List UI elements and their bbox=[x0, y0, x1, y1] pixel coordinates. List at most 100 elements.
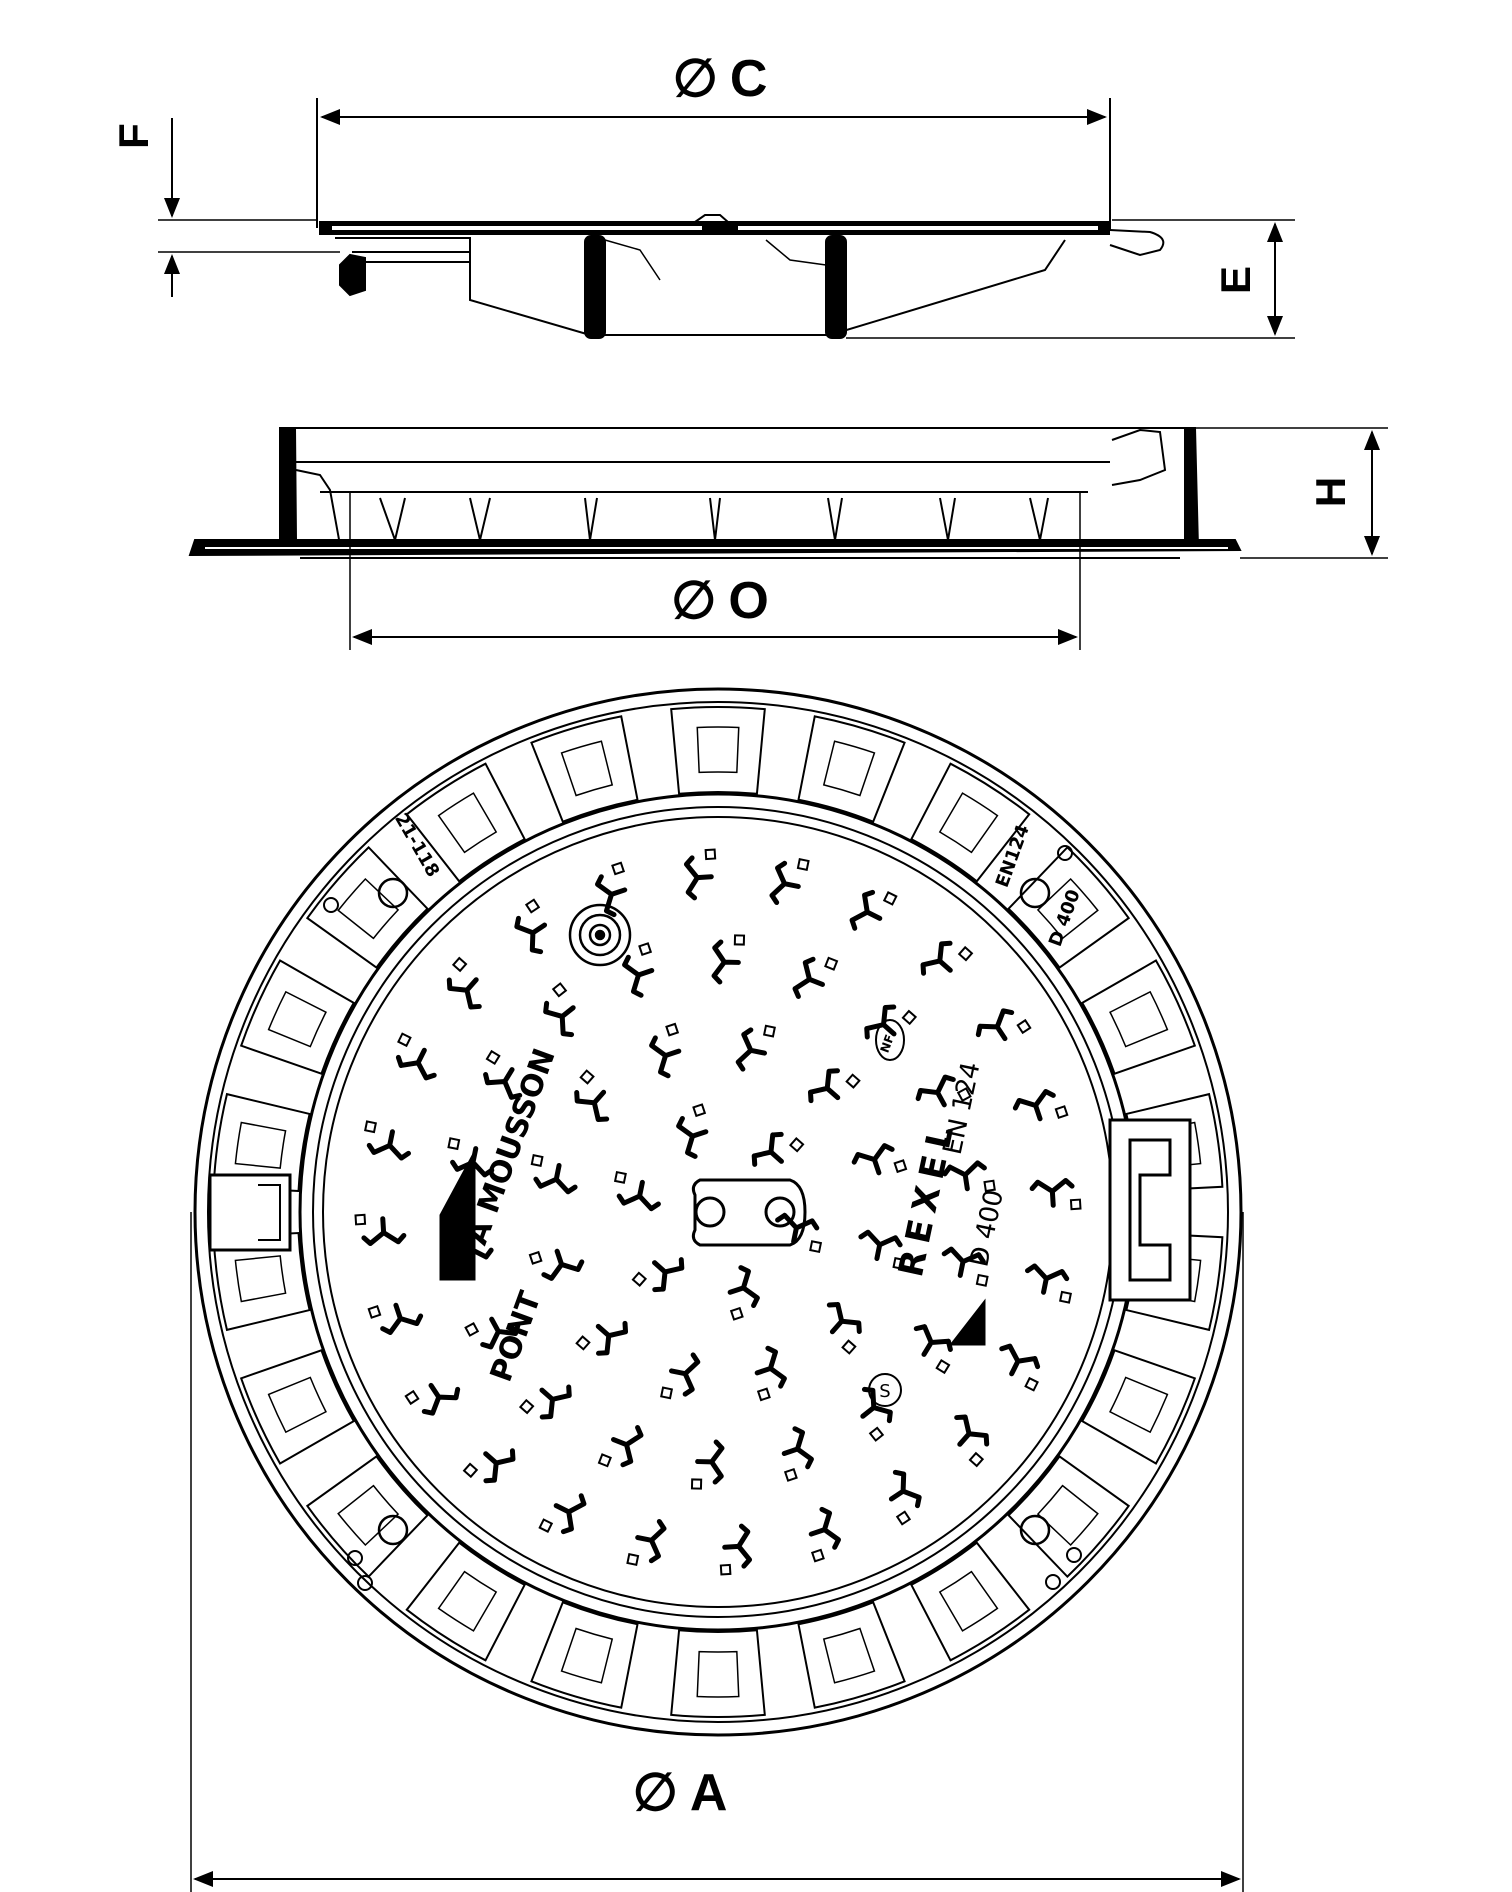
rim-segment-recess bbox=[337, 1484, 400, 1547]
tread-square bbox=[892, 1256, 906, 1270]
tread-motif bbox=[597, 1425, 644, 1468]
tread-square bbox=[809, 1240, 823, 1254]
tread-square bbox=[935, 1359, 951, 1375]
tread-motif bbox=[751, 1131, 805, 1167]
bolt-hole bbox=[1019, 1514, 1051, 1546]
rim-segment bbox=[239, 1349, 356, 1465]
rim-segment-recess bbox=[1109, 1376, 1169, 1434]
cover-plan-view bbox=[190, 687, 1244, 1892]
rim-segment bbox=[239, 959, 356, 1075]
tread-motif bbox=[913, 1324, 953, 1375]
rim-segment-recess bbox=[696, 726, 740, 774]
bolt-hole bbox=[1019, 877, 1051, 909]
rim-segment-recess bbox=[1036, 1484, 1099, 1547]
rim-segment-recess bbox=[696, 1650, 740, 1698]
tread-motif bbox=[518, 1384, 572, 1420]
comb-left bbox=[439, 1149, 476, 1281]
dimension-labels: ∅C ∅O ∅A F E H bbox=[110, 50, 1354, 1822]
tread-motif bbox=[1029, 1177, 1082, 1211]
tread-motif bbox=[404, 1382, 461, 1416]
tread-square bbox=[638, 942, 653, 956]
tread-motif bbox=[676, 1103, 709, 1159]
rim-segment bbox=[1007, 1455, 1131, 1579]
rim-segment-recess bbox=[267, 990, 327, 1048]
tread-square bbox=[783, 1468, 798, 1482]
rim-segment bbox=[305, 1455, 429, 1579]
tread-square bbox=[788, 1137, 805, 1153]
tread-motif bbox=[808, 1506, 841, 1563]
tread-square bbox=[611, 861, 626, 876]
tread-square bbox=[796, 858, 810, 871]
rim-segment bbox=[530, 715, 639, 824]
frame-load-class-text: D 400 bbox=[1045, 887, 1085, 949]
tread-motif bbox=[754, 1345, 787, 1402]
tread-motif bbox=[888, 1469, 922, 1526]
rim-segment-recess bbox=[822, 1627, 876, 1684]
tread-square bbox=[841, 1339, 857, 1355]
tread-motif bbox=[1012, 1089, 1069, 1122]
tread-square bbox=[1069, 1198, 1082, 1211]
nf-mark-oval bbox=[875, 1019, 905, 1061]
vent-boss bbox=[568, 903, 632, 967]
tread-motif bbox=[954, 1414, 990, 1468]
tread-square bbox=[397, 1032, 412, 1048]
tread-motif bbox=[649, 1022, 682, 1079]
tread-square bbox=[901, 1009, 918, 1026]
tread-square bbox=[1059, 1290, 1072, 1304]
tread-square bbox=[579, 1069, 595, 1085]
tread-motif bbox=[851, 1143, 908, 1176]
tread-square bbox=[975, 1273, 989, 1287]
rim-segment-recess bbox=[1036, 877, 1099, 940]
rim-segment-recess bbox=[337, 877, 400, 940]
tread-square bbox=[613, 1170, 627, 1184]
rim-segments bbox=[212, 706, 1224, 1719]
tread-motif bbox=[462, 1448, 516, 1484]
rim-segment-recess bbox=[437, 792, 498, 854]
tread-motif bbox=[543, 982, 576, 1038]
standard-text: EN 124 bbox=[938, 1059, 987, 1157]
tread-motif bbox=[595, 861, 628, 918]
tread-square bbox=[895, 1510, 912, 1526]
tread-motif bbox=[574, 1069, 610, 1123]
rim-segment-recess bbox=[560, 740, 614, 797]
tread-motif bbox=[942, 1160, 996, 1193]
rim-segment bbox=[1007, 845, 1131, 969]
load-class-text: D 400 bbox=[964, 1187, 1010, 1269]
s-mark-text: S bbox=[879, 1381, 890, 1402]
tread-motif bbox=[446, 956, 482, 1010]
tread-square bbox=[1024, 1376, 1039, 1392]
tread-motif bbox=[792, 956, 839, 999]
rim-segment-recess bbox=[267, 1376, 327, 1434]
s-mark-circle bbox=[868, 1373, 902, 1407]
tread-square bbox=[660, 1386, 674, 1400]
rim-segment-recess bbox=[560, 1627, 614, 1684]
tread-square bbox=[968, 1451, 985, 1468]
tread-motif bbox=[999, 1343, 1041, 1392]
tread-square bbox=[1054, 1105, 1069, 1120]
dimension-label-e: E bbox=[1212, 266, 1259, 294]
rim-segment bbox=[910, 762, 1031, 883]
rim-segment-recess bbox=[1109, 990, 1169, 1048]
tread-motif bbox=[514, 898, 548, 955]
tread-motif bbox=[660, 1352, 701, 1400]
tread-square bbox=[893, 1159, 908, 1174]
tread-square bbox=[868, 1426, 885, 1442]
tread-square bbox=[729, 1306, 744, 1321]
tread-square bbox=[690, 1478, 703, 1490]
tread-square bbox=[692, 1103, 707, 1118]
rim-segment-recess bbox=[234, 1121, 287, 1169]
tread-square bbox=[551, 982, 568, 998]
tread-square bbox=[464, 1321, 480, 1337]
tread-motif bbox=[683, 848, 717, 901]
tread-motif bbox=[622, 942, 655, 998]
tread-motif bbox=[364, 1120, 411, 1161]
tread-motif bbox=[826, 1301, 862, 1355]
tread-square bbox=[704, 848, 717, 861]
tread-motif bbox=[858, 1229, 906, 1270]
rim-segment bbox=[797, 1600, 906, 1709]
tread-motif bbox=[711, 934, 746, 985]
tread-square bbox=[404, 1389, 420, 1406]
tread-square bbox=[354, 1213, 367, 1226]
tread-square bbox=[575, 1335, 591, 1351]
tread-motif bbox=[727, 1265, 760, 1321]
